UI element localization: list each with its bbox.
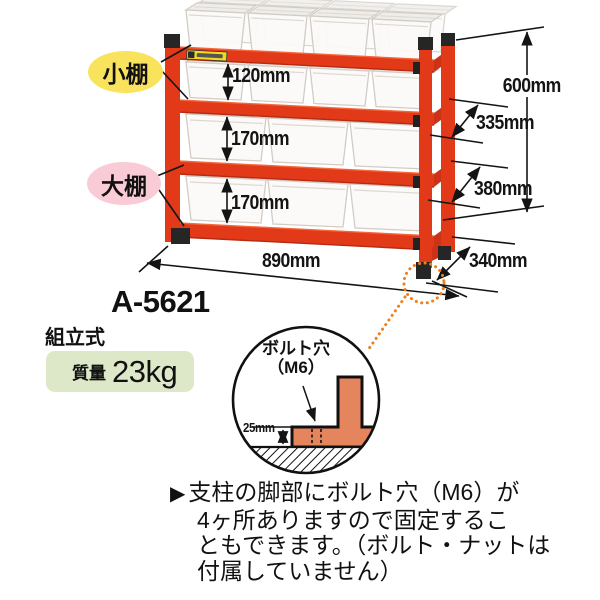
note-line-2: 4ヶ所ありますので固定するこ (197, 506, 509, 533)
weight-value: 23kg (112, 353, 178, 389)
rack-frame (164, 33, 455, 279)
dim-large-shelf-depth: 380mm (474, 178, 533, 200)
foot-highlight (366, 261, 446, 352)
callout-small-shelf: 小棚 (88, 51, 163, 93)
dim-overall-height: 600mm (501, 75, 563, 97)
note-line-1: 支柱の脚部にボルト穴（M6）が (188, 479, 520, 505)
dimension-lines (138, 26, 545, 301)
dim-small-shelf-depth: 335mm (476, 112, 535, 134)
weight-badge: 質量 23kg (46, 351, 194, 392)
note-line-3: ともできます。（ボルト・ナットは (197, 532, 551, 558)
brand-sticker (186, 49, 228, 62)
product-code: A-5621 (111, 284, 210, 319)
dim-small-shelf-pitch: 120mm (232, 65, 291, 87)
dim-large-pitch-upper: 170mm (231, 128, 290, 150)
large-shelf-pointer (156, 164, 185, 227)
small-shelf-pointer (160, 44, 192, 100)
bolt-note: ▶支柱の脚部にボルト穴（M6）が 4ヶ所ありますので固定するこ ともできます。（… (170, 479, 551, 584)
dim-large-pitch-lower: 170mm (231, 192, 290, 214)
foot-cross-section (290, 375, 379, 449)
callout-large-shelf: 大棚 (87, 162, 161, 205)
bolt-hole-label: ボルト穴 （M6） (251, 339, 341, 377)
dim-base-depth: 340mm (469, 250, 528, 272)
assembly-type-label: 組立式 (45, 327, 105, 349)
foot-highlight-circle (402, 261, 446, 305)
callout-large-shelf-label: 大棚 (101, 172, 147, 199)
weight-label: 質量 (72, 364, 106, 383)
foot-highlight-connector (366, 295, 407, 352)
bolt-hole-label-line1: ボルト穴 (262, 339, 330, 358)
callout-small-shelf-label: 小棚 (102, 61, 149, 87)
dim-base-plate-height: 25mm (243, 420, 275, 435)
bolt-hole-label-line2: （M6） (267, 358, 325, 377)
triangle-bullet-icon: ▶ (170, 483, 186, 505)
bolt-detail-circle (231, 325, 381, 475)
note-line-4: 付属していません） (197, 557, 403, 584)
dim-overall-width: 890mm (262, 250, 321, 272)
